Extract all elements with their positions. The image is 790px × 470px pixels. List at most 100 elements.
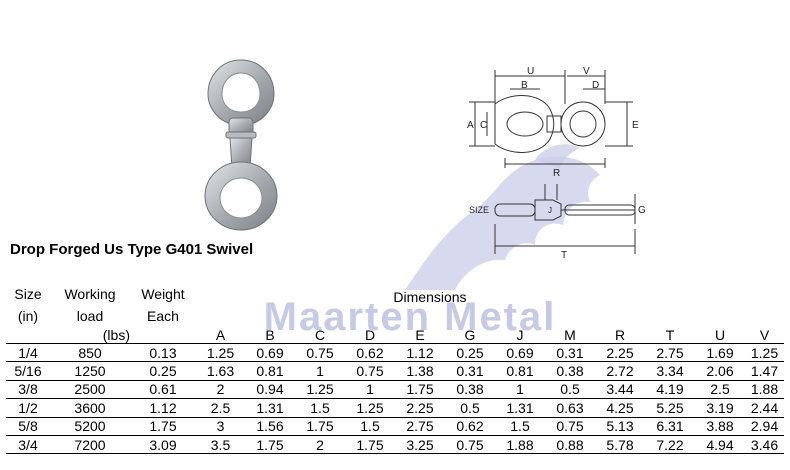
- table-cell: 3: [196, 417, 245, 436]
- table-cell: 2: [196, 380, 245, 400]
- table-cell: 0.5: [445, 398, 495, 418]
- table-cell: 2.44: [745, 398, 784, 418]
- col-header: V: [759, 327, 770, 343]
- table-cell: 0.81: [245, 361, 295, 381]
- table-cell: 1: [495, 380, 545, 400]
- table-cell: 1.63: [196, 361, 245, 381]
- table-cell: 2.5: [196, 398, 245, 418]
- table-cell: 1.5: [345, 417, 395, 436]
- svg-text:A: A: [467, 120, 474, 131]
- table-cell: 3/8: [6, 380, 50, 400]
- table-cell: 0.25: [445, 342, 495, 363]
- table-cell: 3.09: [130, 435, 196, 455]
- table-cell: 2: [295, 435, 345, 455]
- table-cell: 1.47: [745, 361, 784, 381]
- table-cell: 7.22: [645, 435, 695, 455]
- table-cell: 0.75: [295, 342, 345, 363]
- table-cell: 1.5: [295, 398, 345, 418]
- svg-text:E: E: [632, 120, 639, 131]
- table-cell: 0.94: [245, 380, 295, 400]
- spec-table: Size Working Weight Dimensions (in) load…: [6, 283, 784, 455]
- table-cell: 0.63: [545, 398, 595, 418]
- table-cell: 1.75: [345, 435, 395, 455]
- header-row-2: (in) load Each: [6, 305, 784, 327]
- col-header: D: [364, 327, 376, 343]
- col-header: E: [415, 327, 425, 343]
- table-cell: 3.34: [645, 361, 695, 381]
- table-cell: 2.72: [595, 361, 645, 381]
- table-cell: 1.25: [295, 380, 345, 400]
- table-cell: 3.88: [695, 417, 745, 436]
- table-cell: 1.31: [245, 398, 295, 418]
- table-cell: 3.46: [745, 435, 784, 455]
- table-cell: 1.12: [395, 342, 445, 363]
- table-cell: 2500: [50, 380, 130, 400]
- table-cell: 3.19: [695, 398, 745, 418]
- col-header: C: [314, 327, 326, 343]
- table-cell: 1.88: [745, 380, 784, 400]
- table-cell: 2.75: [645, 342, 695, 363]
- weight-header: Weight: [141, 286, 185, 302]
- svg-text:R: R: [553, 168, 560, 179]
- table-cell: 1250: [50, 361, 130, 381]
- col-header: U: [714, 327, 726, 343]
- table-cell: 5200: [50, 417, 130, 436]
- working-load-header-2: load: [76, 308, 104, 324]
- table-cell: 1.88: [495, 435, 545, 455]
- table-cell: 0.62: [445, 417, 495, 436]
- svg-text:U: U: [527, 66, 534, 77]
- dimensions-header: Dimensions: [393, 289, 467, 305]
- table-cell: 4.94: [695, 435, 745, 455]
- size-header: Size: [14, 286, 42, 302]
- table-cell: 0.81: [495, 361, 545, 381]
- table-cell: 5.25: [645, 398, 695, 418]
- working-load-unit: (lbs): [102, 327, 130, 343]
- table-cell: 0.31: [445, 361, 495, 381]
- table-cell: 1.25: [196, 342, 245, 363]
- table-cell: 1.56: [245, 417, 295, 436]
- table-cell: 1.75: [295, 417, 345, 436]
- table-cell: 0.61: [130, 380, 196, 400]
- table-cell: 1/2: [6, 398, 50, 418]
- watermark-horse-icon: [405, 144, 600, 290]
- swivel-photo: [204, 59, 278, 231]
- table-cell: 1.25: [745, 342, 784, 363]
- table-cell: 0.13: [130, 342, 196, 363]
- table-cell: 1: [295, 361, 345, 381]
- col-header: A: [215, 327, 226, 343]
- table-cell: 3.5: [196, 435, 245, 455]
- table-cell: 5/8: [6, 417, 50, 436]
- table-cell: 3.44: [595, 380, 645, 400]
- table-cell: 850: [50, 342, 130, 363]
- table-cell: 1.38: [395, 361, 445, 381]
- table-cell: 0.62: [345, 342, 395, 363]
- svg-text:V: V: [583, 66, 590, 77]
- table-cell: 1: [345, 380, 395, 400]
- table-cell: 7200: [50, 435, 130, 455]
- table-cell: 2.06: [695, 361, 745, 381]
- table-cell: 2.25: [395, 398, 445, 418]
- svg-text:SIZE: SIZE: [469, 205, 489, 215]
- table-cell: 5.78: [595, 435, 645, 455]
- table-cell: 1.69: [695, 342, 745, 363]
- table-cell: 1.75: [395, 380, 445, 400]
- table-cell: 5.13: [595, 417, 645, 436]
- table-cell: 0.69: [495, 342, 545, 363]
- watermark-text: Maarten Metal: [263, 295, 557, 339]
- size-unit-header: (in): [17, 308, 39, 324]
- product-title: Drop Forged Us Type G401 Swivel: [10, 241, 254, 258]
- svg-text:B: B: [521, 80, 528, 91]
- table-cell: 0.5: [545, 380, 595, 400]
- working-load-header: Working: [64, 286, 116, 302]
- col-header: T: [665, 327, 675, 343]
- table-cell: 2.75: [395, 417, 445, 436]
- header-row-1: Size Working Weight Dimensions: [6, 283, 784, 305]
- col-header: J: [516, 327, 524, 343]
